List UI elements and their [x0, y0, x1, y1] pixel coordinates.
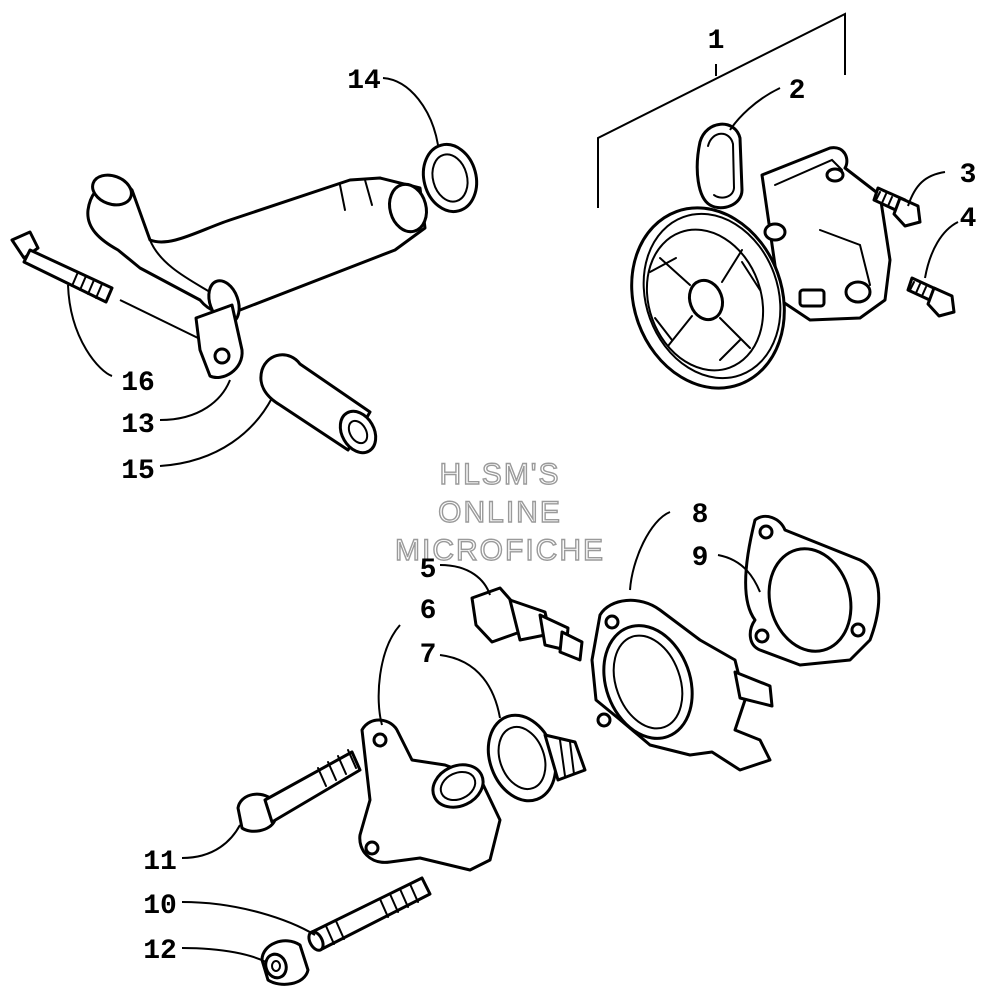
bolt-3 — [872, 186, 922, 228]
watermark-line-1: HLSM'S — [439, 458, 560, 491]
callout-7: 7 — [420, 640, 437, 671]
callout-15: 15 — [121, 456, 155, 487]
callout-10: 10 — [143, 891, 177, 922]
gasket-9 — [744, 514, 881, 667]
callout-6: 6 — [420, 596, 437, 627]
stud-10 — [307, 876, 432, 952]
callout-labels: 1 2 3 4 5 6 7 8 9 10 11 12 13 14 15 16 — [121, 26, 976, 967]
bolt-16 — [10, 230, 114, 304]
callout-1: 1 — [708, 26, 725, 57]
bolt-4 — [906, 276, 956, 318]
thermostat-housing-8 — [590, 598, 774, 772]
watermark-line-3: MICROFICHE — [395, 534, 605, 567]
callout-13: 13 — [121, 410, 155, 441]
temperature-sensor-5 — [470, 586, 584, 662]
o-ring-14 — [421, 142, 479, 214]
watermark-line-2: ONLINE — [438, 496, 562, 529]
callout-8: 8 — [692, 500, 709, 531]
hose-sleeve-15 — [259, 353, 378, 455]
callout-2: 2 — [789, 76, 806, 107]
callout-12: 12 — [143, 936, 177, 967]
thermostat-7 — [486, 713, 587, 803]
nut-12 — [260, 939, 310, 986]
assembly-bracket — [597, 12, 846, 208]
callout-11: 11 — [143, 847, 177, 878]
thermostat-cover-6 — [358, 718, 502, 872]
callout-3: 3 — [960, 160, 977, 191]
water-pump — [630, 146, 892, 390]
watermark: HLSM'S ONLINE MICROFICHE — [394, 457, 605, 567]
bolt-11 — [236, 749, 362, 833]
callout-5: 5 — [420, 555, 437, 586]
callout-4: 4 — [960, 204, 977, 235]
water-pipe — [86, 173, 428, 379]
callout-16: 16 — [121, 368, 155, 399]
callout-9: 9 — [692, 543, 709, 574]
callout-14: 14 — [347, 66, 381, 97]
pump-o-ring — [695, 122, 744, 210]
